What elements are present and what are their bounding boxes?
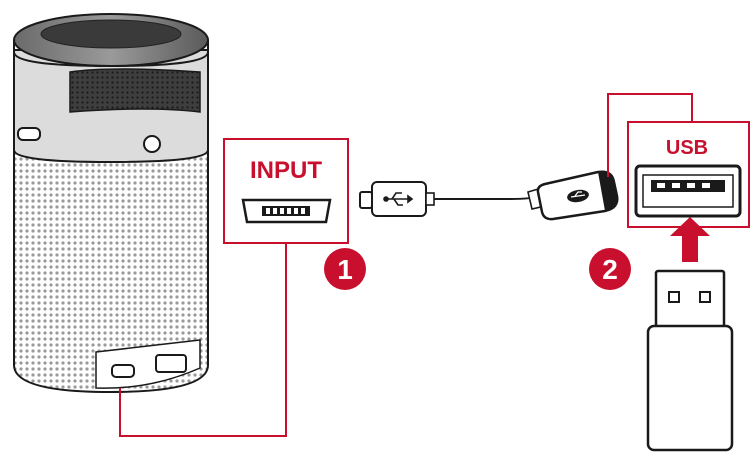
projector-device xyxy=(13,13,209,394)
usb-drive-plug xyxy=(654,269,726,329)
input-callout-frame xyxy=(223,138,349,244)
usb-icon xyxy=(383,192,414,206)
step-1-number: 1 xyxy=(337,254,353,285)
step-1-badge: 1 xyxy=(324,248,366,290)
callout-leader-line-1 xyxy=(119,243,287,437)
usb-label: USB xyxy=(666,137,708,159)
step-2-number: 2 xyxy=(602,254,618,285)
cable-wire xyxy=(434,195,541,200)
callout-leader-line-2 xyxy=(607,93,693,177)
projector-speaker-grille xyxy=(13,139,209,394)
insert-arrow-icon xyxy=(670,217,710,262)
usb-drive-body xyxy=(646,324,734,452)
power-button-icon xyxy=(143,135,161,153)
usb-flash-drive xyxy=(646,269,734,452)
projector-side-button xyxy=(17,127,41,141)
projector-top-vent xyxy=(69,68,201,113)
projector-lens-ring xyxy=(40,19,182,49)
step-2-badge: 2 xyxy=(589,248,631,290)
otg-cable xyxy=(359,170,619,221)
input-label: INPUT xyxy=(250,157,322,184)
input-callout: INPUT xyxy=(223,138,349,244)
projector-micro-usb-port xyxy=(111,364,135,378)
usb-callout: USB xyxy=(627,121,750,228)
projector-hdmi-port xyxy=(155,354,187,373)
micro-usb-plug-tip xyxy=(359,191,373,209)
